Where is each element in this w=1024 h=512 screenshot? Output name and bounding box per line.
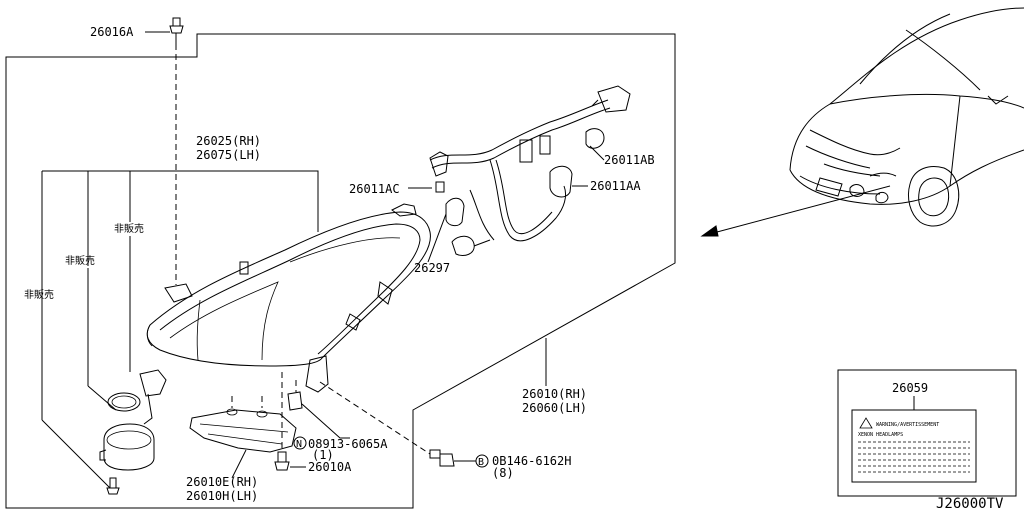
label-26010a: 26010A (308, 460, 352, 474)
leader-26011ab (589, 145, 605, 161)
warning-sticker: WARNING/AVERTISSEMENT XENON HEADLAMPS (851, 409, 977, 483)
clip-26016a (169, 17, 184, 44)
label-08913-prefix: N (296, 439, 302, 450)
leader-26010e (231, 449, 247, 479)
label-26010: 26010(RH) (522, 387, 587, 401)
label-26011aa: 26011AA (590, 179, 641, 193)
bracket-26010e (189, 396, 297, 453)
leader-26297 (427, 213, 447, 263)
label-26011ab: 26011AB (604, 153, 655, 167)
note-not-sold-2: 非販売 (65, 254, 95, 267)
bolt-0b146 (429, 449, 455, 467)
leader-not-sold-2c (87, 385, 117, 411)
headlamp-housing (146, 203, 431, 393)
location-arrow-head (700, 225, 719, 237)
label-26010e: 26010E(RH) (186, 475, 258, 489)
label-08913: 08913-6065A (308, 437, 388, 451)
leader-not-sold-1b (41, 419, 111, 489)
label-08913-qty: (1) (312, 448, 334, 462)
label-26075: 26075(LH) (196, 148, 261, 162)
dash-0b146 (319, 381, 431, 455)
label-0b146-qty: (8) (492, 466, 514, 480)
assembly-boundary (5, 33, 676, 509)
label-26059: 26059 (892, 381, 928, 395)
note-not-sold-1: 非販売 (24, 288, 54, 301)
nut-08913 (287, 380, 303, 411)
label-26011ac: 26011AC (349, 182, 400, 196)
sticker-sub-text: XENON HEADLAMPS (858, 432, 903, 438)
label-26059-box (837, 369, 1017, 497)
screw-26010a (274, 372, 290, 471)
label-26016a: 26016A (90, 25, 134, 39)
bracket-26025 (42, 170, 319, 232)
label-26297: 26297 (414, 261, 450, 275)
wiring-harness (429, 85, 631, 257)
label-0b146-prefix: B (478, 457, 484, 468)
label-0b146: 0B146-6162H (492, 454, 571, 468)
location-arrow-line (701, 185, 891, 237)
label-26010h: 26010H(LH) (186, 489, 258, 503)
label-26060: 26060(LH) (522, 401, 587, 415)
note-not-sold-3: 非販売 (114, 222, 144, 235)
diagram-id: J26000TV (936, 496, 1004, 512)
leader-08913 (301, 403, 350, 439)
vehicle-illustration (789, 7, 1024, 227)
label-26025: 26025(RH) (196, 134, 261, 148)
nut-symbol (293, 436, 307, 450)
sticker-warning-text: WARNING/AVERTISSEMENT (876, 422, 939, 428)
bolt-symbol (475, 454, 489, 468)
socket-assembly (99, 369, 167, 495)
